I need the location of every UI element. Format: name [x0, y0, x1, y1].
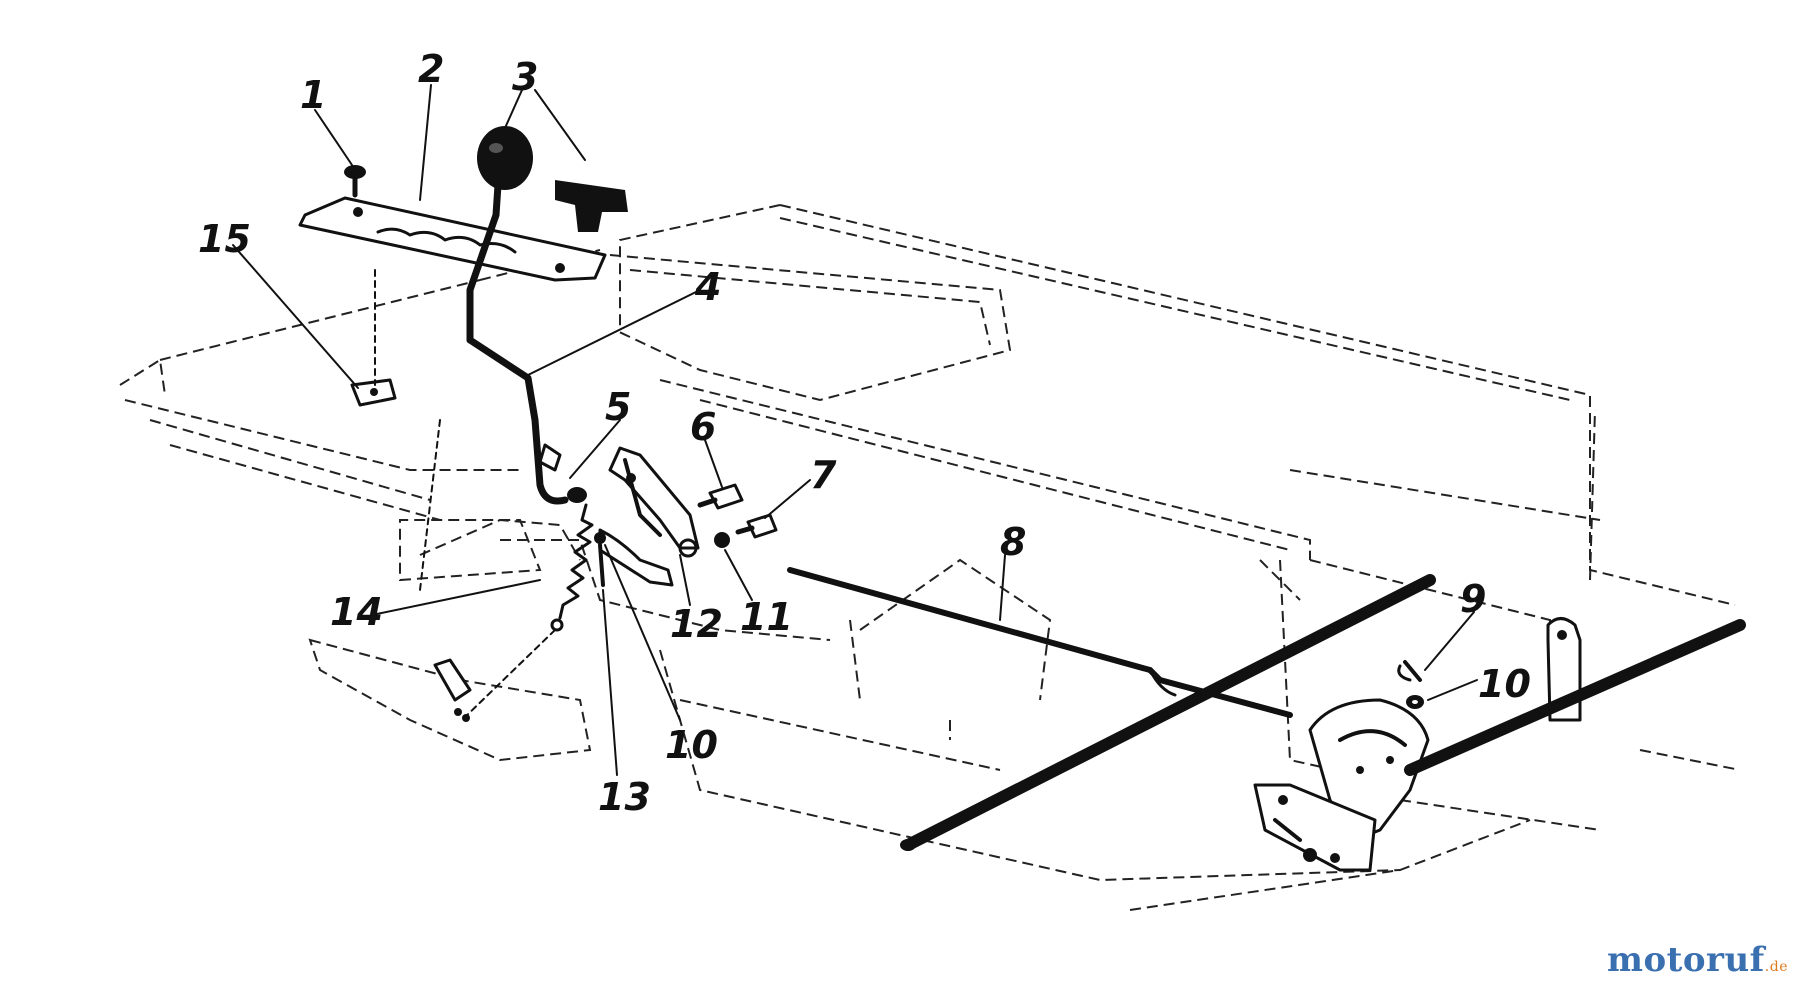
- lower-bracket: [433, 658, 472, 722]
- callout-10-right: 10: [1478, 662, 1531, 706]
- bellcrank-plate: [1253, 698, 1430, 872]
- callout-9: 9: [1460, 577, 1486, 621]
- callout-1: 1: [300, 73, 326, 117]
- watermark-brand: motoruf: [1607, 940, 1765, 980]
- bolts: [678, 483, 778, 558]
- callout-13: 13: [598, 775, 651, 819]
- bracket: [350, 269, 441, 591]
- control-rod: [787, 567, 1293, 718]
- watermark-tld: .de: [1764, 959, 1788, 975]
- callout-10-left: 10: [665, 723, 718, 767]
- l-lever: [1404, 617, 1746, 776]
- callout-2: 2: [418, 47, 444, 91]
- screw: [344, 165, 366, 198]
- leader-lines: [232, 84, 1478, 776]
- callout-3: 3: [512, 55, 538, 99]
- clip-pin-washer: [1397, 660, 1424, 709]
- callout-6: 6: [690, 405, 716, 449]
- shift-lever: [466, 181, 569, 505]
- spring: [461, 503, 594, 721]
- console-plate: [298, 196, 607, 282]
- callout-14: 14: [330, 590, 383, 634]
- callout-8: 8: [1000, 520, 1026, 564]
- callout-labels: 1 2 3 4 5 6 7 8 9 10 10 11 12 13 14 15: [198, 47, 1531, 819]
- callout-5: 5: [605, 385, 631, 429]
- knob: [477, 126, 628, 232]
- chassis-outline: [119, 204, 1741, 911]
- callout-7: 7: [810, 453, 837, 497]
- callout-15: 15: [198, 217, 251, 261]
- cross-shaft: [900, 574, 1436, 851]
- callout-11: 11: [740, 595, 793, 639]
- callout-12: 12: [670, 602, 723, 646]
- callout-4: 4: [694, 265, 721, 309]
- watermark-logo: motoruf.de: [1607, 940, 1788, 980]
- pivot-assembly: [538, 443, 700, 587]
